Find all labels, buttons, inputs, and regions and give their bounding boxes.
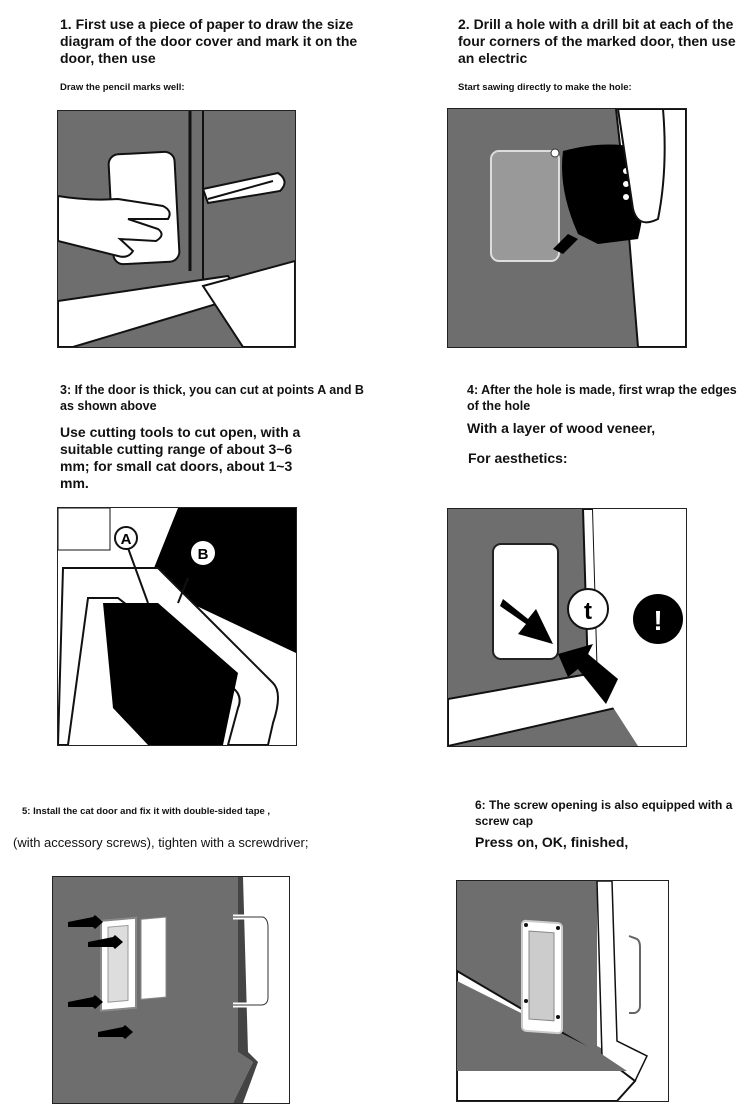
screw-cap [524,923,528,927]
arrow-right [500,599,553,644]
step1-note: Draw the pencil marks well: [60,82,185,93]
step1-illustration [57,110,296,348]
arrow-4 [98,1025,133,1039]
step3-illustration: A B [57,507,297,746]
arrow-3 [68,995,103,1009]
arrow-1 [68,915,103,929]
screw-cap [524,999,528,1003]
label-a-circle [114,526,138,550]
step5-body: (with accessory screws), tighten with a … [13,835,309,850]
step2-illustration [447,108,687,348]
marked-outline [490,150,560,262]
door-black [148,508,296,653]
step2-note: Start sawing directly to make the hole: [458,82,632,93]
step2-title: 2. Drill a hole with a drill bit at each… [458,16,736,66]
step4-illustration: t ! [447,508,687,747]
step6-drawing [457,881,668,1101]
label-b: B [198,546,209,563]
step4-title: 4: After the hole is made, first wrap th… [467,383,737,413]
step2-drawing [448,109,686,347]
flap-panel [140,916,167,1000]
screw-cap [556,926,560,930]
step3-title: 3: If the door is thick, you can cut at … [60,383,364,413]
arrow-up [558,644,618,704]
floor-trim [448,509,636,746]
hole-interior [103,603,238,745]
step1-title: 1. First use a piece of paper to draw th… [60,16,358,66]
floor-trim [58,274,245,347]
step4-body1: With a layer of wood veneer, [467,420,656,436]
step3-body: Use cutting tools to cut open, with a su… [60,424,301,491]
label-a: A [121,531,132,548]
step4-drawing: t ! [448,509,686,746]
step6-illustration [456,880,669,1102]
step1-drawing [58,111,295,347]
step6-title: 6: The screw opening is also equipped wi… [475,798,733,828]
step5-illustration [52,876,290,1104]
step3-drawing: A B [58,508,296,745]
warning-icon [633,594,683,644]
screw-cap [556,1015,560,1019]
hand-left [58,194,171,258]
step6-body: Press on, OK, finished, [475,834,629,850]
icon-excl: ! [653,605,662,636]
step4-body2: For aesthetics: [468,450,568,466]
icon-t: t [584,598,592,625]
t-circle [567,588,609,630]
step5-title: 5: Install the cat door and fix it with … [22,806,271,817]
hand [616,109,666,224]
label-b-circle [191,541,215,565]
arrow-2 [88,935,123,949]
step5-drawing [53,877,289,1103]
